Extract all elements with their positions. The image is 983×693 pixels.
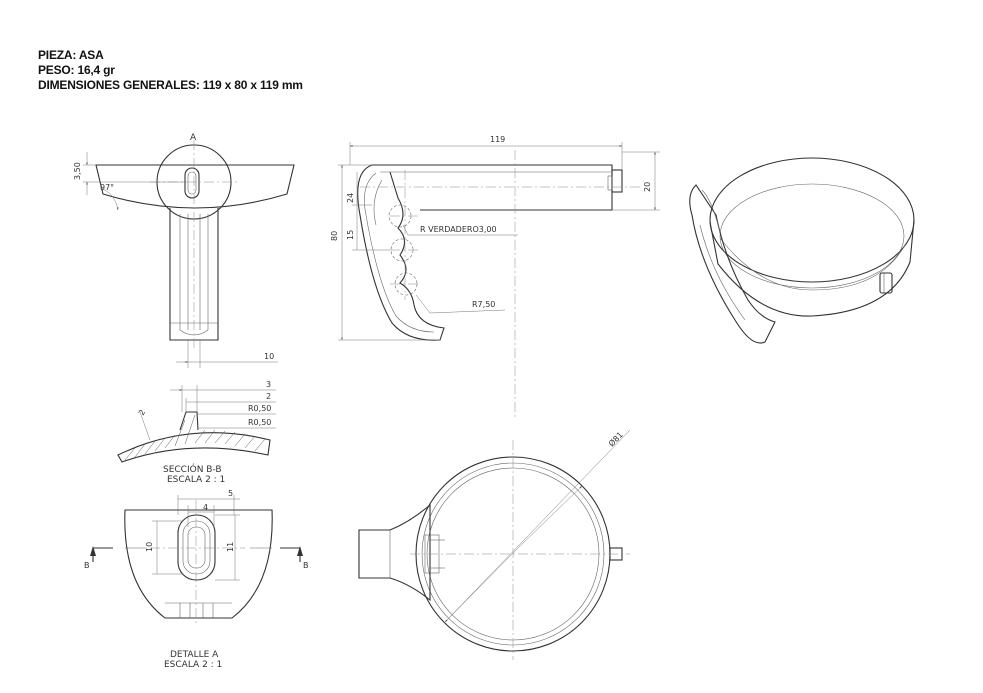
dim-15-label: 15 <box>346 230 355 240</box>
section-wall <box>117 432 271 463</box>
dim-24-label: 24 <box>346 193 355 203</box>
dim-20-label: 20 <box>643 182 652 192</box>
radius-true-label: R VERDADERO3,00 <box>420 225 497 234</box>
side-boss <box>611 169 623 193</box>
detail-title: DETALLE A <box>170 650 219 660</box>
iso-knob <box>879 272 893 294</box>
dim-length-label: 119 <box>490 135 505 144</box>
top-handle <box>358 503 431 602</box>
iso-ring-outer <box>709 157 915 283</box>
front-view: A 3,50 97° 10 <box>73 133 295 368</box>
detail-scale: ESCALA 2 : 1 <box>164 660 222 670</box>
detail-slot-outer <box>177 514 216 581</box>
part-name: PIEZA: ASA <box>38 48 104 62</box>
front-rim <box>95 164 295 209</box>
dim-height-80-label: 80 <box>330 231 339 241</box>
section-mark-right: B <box>303 561 309 570</box>
section-bb: 3 2 R0,50 R0,50 2 SECCIÓN B-B ESCALA 2 :… <box>117 380 276 485</box>
section-radius-1: R0,50 <box>248 404 271 413</box>
radius-75-label: R7,50 <box>472 300 495 309</box>
detail-a-label: A <box>190 133 197 143</box>
dim-angle-label: 97° <box>100 183 114 192</box>
front-slot-inner <box>187 171 197 195</box>
iso-handle <box>689 184 776 344</box>
isometric-view <box>689 157 915 344</box>
dim-width-label: 10 <box>264 352 274 361</box>
part-weight: PESO: 16,4 gr <box>38 63 115 77</box>
dim-height-label: 3,50 <box>73 162 82 180</box>
detail-dim-4: 4 <box>203 503 208 512</box>
section-radius-2: R0,50 <box>248 418 271 427</box>
title-block: PIEZA: ASA PESO: 16,4 gr DIMENSIONES GEN… <box>38 48 303 93</box>
section-dim-2: 2 <box>266 392 271 401</box>
front-slot <box>184 167 200 199</box>
section-mark-left: B <box>84 561 90 570</box>
section-dim-2-left: 2 <box>137 408 147 417</box>
detail-dim-10: 10 <box>145 542 154 552</box>
section-dim-3: 3 <box>266 380 271 389</box>
detail-a: 5 4 10 11 B B DETALLE A ESCALA 2 : 1 <box>84 489 309 670</box>
dim-diameter-label: Ø81 <box>606 430 625 449</box>
side-handle-outer <box>357 164 445 341</box>
detail-dim-5: 5 <box>228 489 233 498</box>
side-view: 119 80 24 15 20 R VERDADERO3,00 R7,50 <box>330 135 660 420</box>
detail-outline <box>124 509 273 619</box>
section-scale: ESCALA 2 : 1 <box>167 475 225 485</box>
overall-dimensions: DIMENSIONES GENERALES: 119 x 80 x 119 mm <box>38 78 303 92</box>
detail-dim-11: 11 <box>226 542 235 552</box>
section-title: SECCIÓN B-B <box>163 463 222 475</box>
top-view: Ø81 <box>358 430 631 660</box>
